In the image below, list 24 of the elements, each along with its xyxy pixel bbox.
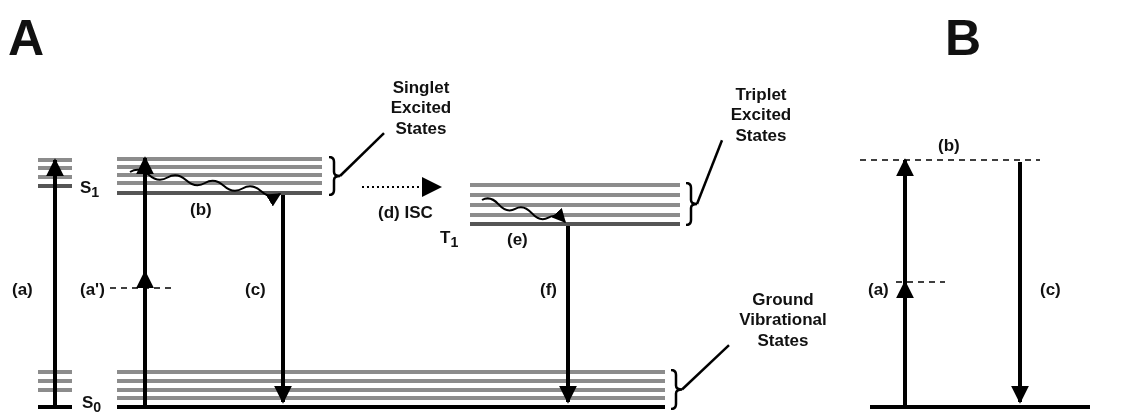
- state-label: (f): [540, 280, 557, 301]
- state-label: (e): [507, 230, 528, 251]
- curly-bracket: [685, 182, 699, 226]
- state-label: (c): [245, 280, 266, 301]
- state-label: (a): [868, 280, 889, 301]
- state-label: (a): [12, 280, 33, 301]
- state-label: (a'): [80, 280, 105, 301]
- state-label: (d) ISC: [378, 203, 433, 224]
- curly-bracket: [328, 156, 342, 196]
- state-label: T$_{1}$: [440, 228, 459, 252]
- group-label: Triplet Excited States: [729, 85, 793, 147]
- group-label: Singlet Excited States: [389, 78, 453, 140]
- leader-line: [681, 344, 730, 391]
- state-label: (c): [1040, 280, 1061, 301]
- leader-line: [695, 139, 724, 205]
- leader-line: [339, 132, 385, 177]
- state-label: (b): [190, 200, 212, 221]
- group-label: Ground Vibrational States: [738, 290, 828, 352]
- state-label: S$_{0}$: [82, 393, 102, 415]
- state-label: S$_{1}$: [80, 178, 100, 202]
- state-label: (b): [938, 136, 960, 157]
- panel-label: B: [945, 9, 982, 68]
- curly-bracket: [670, 369, 684, 410]
- panel-label: A: [8, 9, 45, 68]
